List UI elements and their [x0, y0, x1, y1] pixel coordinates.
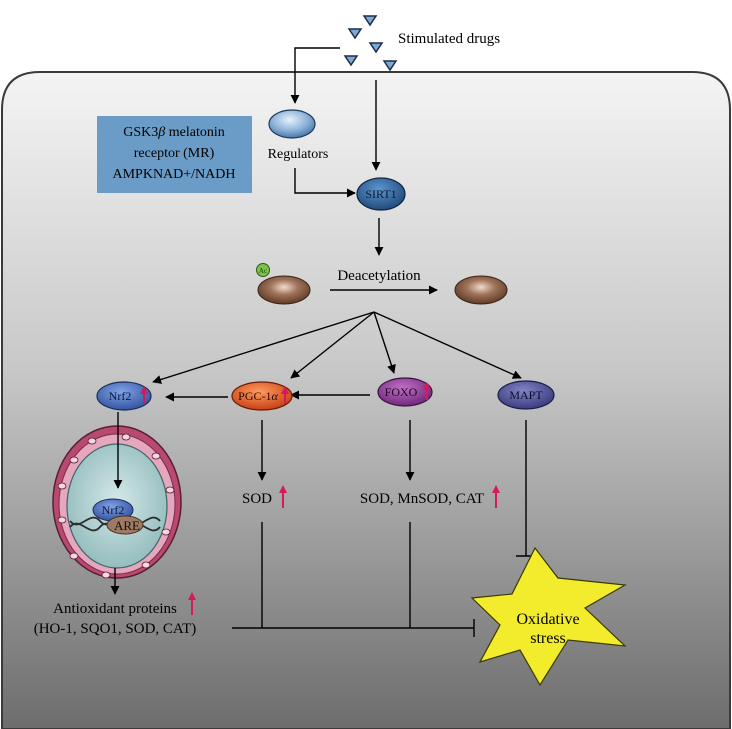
regulator-factors-box	[97, 116, 252, 193]
regulator-box-line2: receptor (MR)	[134, 146, 215, 161]
pgc1a-label: PGC-1α	[238, 389, 278, 403]
nuclear-nrf2-label: Nrf2	[102, 503, 125, 517]
sod-mnsod-cat-label: SOD, MnSOD, CAT	[360, 491, 484, 507]
arrow-drugs-to-regulators	[290, 47, 340, 104]
pgc1a-node	[231, 381, 293, 411]
nrf2-node	[96, 381, 152, 411]
drug-triangle	[347, 28, 363, 40]
oxidative-stress-label2: stress	[530, 630, 566, 647]
nrf2-label: Nrf2	[109, 389, 132, 403]
mapt-node	[497, 380, 555, 410]
are-label: ARE	[114, 518, 140, 533]
acetyl-badge-label: Ac	[259, 267, 267, 275]
stimulated-drugs-label: Stimulated drugs	[398, 31, 500, 47]
sirt1-label: SIRT1	[365, 187, 396, 201]
drug-triangle	[343, 55, 359, 67]
sirt1-node	[356, 177, 406, 211]
regulators-label: Regulators	[268, 147, 329, 162]
arrow-to-foxo	[373, 311, 396, 374]
regulator-box-line1: GSK3β melatonin	[123, 125, 225, 140]
arrow-regulators-to-sirt1	[294, 168, 356, 198]
drug-triangle	[362, 15, 378, 27]
regulator-box-line3: AMPKNAD+/NADH	[112, 167, 235, 182]
fanout-arrows	[152, 311, 522, 384]
deacetylated-protein	[454, 275, 508, 305]
foxo-label: FOXO	[385, 385, 418, 399]
arrow-to-mapt	[373, 311, 522, 379]
antioxidant-proteins-list: (HO-1, SQO1, SOD, CAT)	[34, 621, 197, 637]
acetyl-group-badge	[256, 263, 270, 277]
mapt-label: MAPT	[509, 388, 543, 402]
oxidative-stress-star	[470, 546, 627, 687]
arrow-to-nrf2	[152, 311, 375, 384]
drug-triangle	[382, 60, 398, 72]
drug-triangle	[368, 42, 384, 54]
drug-molecules	[343, 15, 398, 72]
oxidative-stress-label: Oxidative	[516, 611, 579, 628]
are-element	[106, 515, 144, 535]
regulators-node	[268, 109, 316, 139]
deacetylation-label: Deacetylation	[337, 268, 421, 284]
foxo-node	[377, 377, 433, 407]
acetylated-protein	[257, 275, 311, 305]
inhibition-lines	[232, 522, 475, 637]
sod-label: SOD	[242, 491, 272, 507]
arrow-to-pgc1a	[290, 311, 375, 379]
antioxidant-proteins-label: Antioxidant proteins	[53, 601, 177, 617]
